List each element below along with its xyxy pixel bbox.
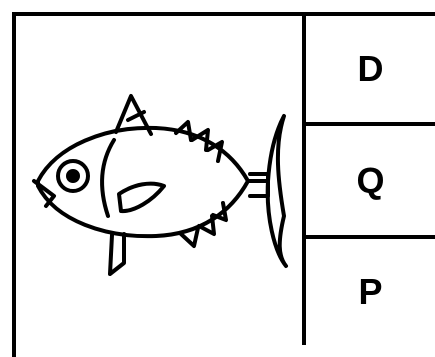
puzzle-frame (12, 12, 435, 357)
option-p[interactable]: P (358, 271, 383, 312)
fish-icon (32, 94, 288, 276)
option-d[interactable]: D (357, 48, 384, 89)
row-divider (306, 235, 435, 239)
column-divider (302, 12, 306, 345)
option-q[interactable]: Q (356, 159, 385, 201)
row-divider (306, 122, 435, 126)
picture-cell (16, 16, 302, 345)
